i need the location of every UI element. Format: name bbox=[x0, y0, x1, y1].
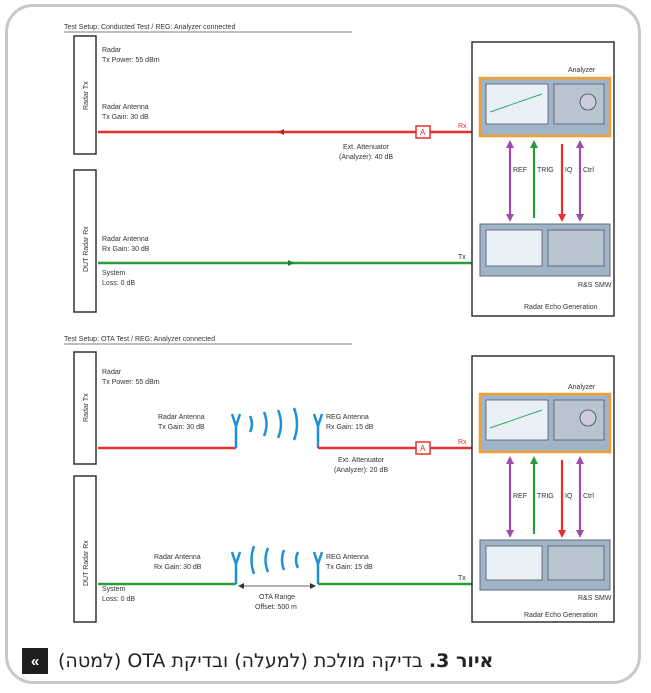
attenuator-value: (Analyzer): 40 dB bbox=[339, 154, 393, 161]
smw-label: R&S SMW bbox=[578, 595, 612, 602]
reg-antenna1-label: REG Antenna bbox=[326, 414, 369, 421]
attenuator-a: A bbox=[420, 444, 426, 453]
radar-tx-box bbox=[73, 351, 97, 465]
radar-power: Tx Power: 55 dBm bbox=[102, 57, 160, 64]
reg-antenna1-gain: Rx Gain: 15 dB bbox=[326, 424, 374, 431]
tx-antenna-label: Radar Antenna bbox=[158, 414, 205, 421]
attenuator-label: Ext. Attenuator bbox=[343, 144, 390, 151]
dut-radar-rx-box bbox=[73, 169, 97, 313]
ota-test-diagram: Test Setup: OTA Test / REG: Analyzer con… bbox=[62, 334, 625, 626]
radar-tx-box bbox=[73, 35, 97, 155]
ota-range-offset: Offset: 500 m bbox=[255, 604, 297, 611]
dut-radar-rx-label: DUT Radar Rx bbox=[83, 540, 90, 586]
chevron-double-icon: » bbox=[22, 648, 48, 674]
diagram-title: Test Setup: OTA Test / REG: Analyzer con… bbox=[64, 336, 215, 343]
attenuator-box bbox=[415, 441, 431, 455]
attenuator-value: (Analyzer): 20 dB bbox=[334, 467, 388, 474]
tx-arrow bbox=[278, 129, 284, 135]
rx-antenna-icon bbox=[230, 551, 242, 584]
tx-port: Tx bbox=[458, 254, 466, 261]
caption-description: בדיקה מולכת (למעלה) ובדיקת OTA (למטה) bbox=[58, 650, 423, 672]
tx-antenna-label: Radar Antenna bbox=[102, 104, 149, 111]
trig-label: TRIG bbox=[537, 167, 554, 174]
ref-label: REF bbox=[513, 167, 527, 174]
tx-port: Tx bbox=[458, 575, 466, 582]
ref-label: REF bbox=[513, 493, 527, 500]
rx-antenna-label: Radar Antenna bbox=[102, 236, 149, 243]
radio-waves bbox=[248, 407, 299, 441]
rx-antenna-label: Radar Antenna bbox=[154, 554, 201, 561]
tx-antenna-icon bbox=[230, 413, 242, 448]
attenuator-label: Ext. Attenuator bbox=[338, 457, 385, 464]
reg-antenna-tx-icon bbox=[312, 551, 324, 584]
reg-antenna2-label: REG Antenna bbox=[326, 554, 369, 561]
radar-power: Tx Power: 55 dBm bbox=[102, 379, 160, 386]
reg-antenna-rx-icon bbox=[312, 413, 324, 448]
radar-label: Radar bbox=[102, 47, 122, 54]
system-loss: Loss: 0 dB bbox=[102, 280, 135, 287]
rx-port: Rx bbox=[458, 439, 467, 446]
system-loss: Loss: 0 dB bbox=[102, 596, 135, 603]
radar-tx-label: Radar Tx bbox=[83, 393, 90, 422]
reg-antenna2-gain: Tx Gain: 15 dB bbox=[326, 564, 373, 571]
trig-label: TRIG bbox=[537, 493, 554, 500]
analyzer-label: Analyzer bbox=[568, 67, 596, 74]
rx-antenna-gain: Rx Gain: 30 dB bbox=[102, 246, 150, 253]
rx-port: Rx bbox=[458, 123, 467, 130]
figure-caption: » איור 3. בדיקה מולכת (למעלה) ובדיקת OTA… bbox=[22, 644, 630, 678]
reg-label: Radar Echo Generation bbox=[524, 612, 598, 619]
conducted-test-diagram: Test Setup: Conducted Test / REG: Analyz… bbox=[62, 22, 625, 318]
radar-tx-label: Radar Tx bbox=[83, 81, 90, 110]
rx-antenna-gain: Rx Gain: 30 dB bbox=[154, 564, 202, 571]
attenuator-a: A bbox=[420, 128, 426, 137]
iq-label: IQ bbox=[565, 167, 573, 174]
smw-label: R&S SMW bbox=[578, 282, 612, 289]
reg-label: Radar Echo Generation bbox=[524, 304, 598, 311]
radio-waves-return bbox=[250, 545, 300, 575]
caption-text: איור 3. בדיקה מולכת (למעלה) ובדיקת OTA (… bbox=[58, 650, 493, 672]
ctrl-label: Ctrl bbox=[583, 167, 594, 174]
ctrl-label: Ctrl bbox=[583, 493, 594, 500]
analyzer-label: Analyzer bbox=[568, 384, 596, 391]
dut-radar-rx-label: DUT Radar Rx bbox=[83, 226, 90, 272]
iq-label: IQ bbox=[565, 493, 573, 500]
tx-antenna-gain: Tx Gain: 30 dB bbox=[102, 114, 149, 121]
dut-radar-rx-box bbox=[73, 475, 97, 623]
ota-range-label: OTA Range bbox=[259, 594, 295, 601]
tx-antenna-gain: Tx Gain: 30 dB bbox=[158, 424, 205, 431]
caption-figure-number: איור 3. bbox=[428, 650, 494, 672]
system-label: System bbox=[102, 270, 126, 277]
diagram-title: Test Setup: Conducted Test / REG: Analyz… bbox=[64, 24, 236, 31]
radar-label: Radar bbox=[102, 369, 122, 376]
attenuator-box bbox=[415, 125, 431, 139]
rx-arrow bbox=[288, 260, 294, 266]
system-label: System bbox=[102, 586, 126, 593]
